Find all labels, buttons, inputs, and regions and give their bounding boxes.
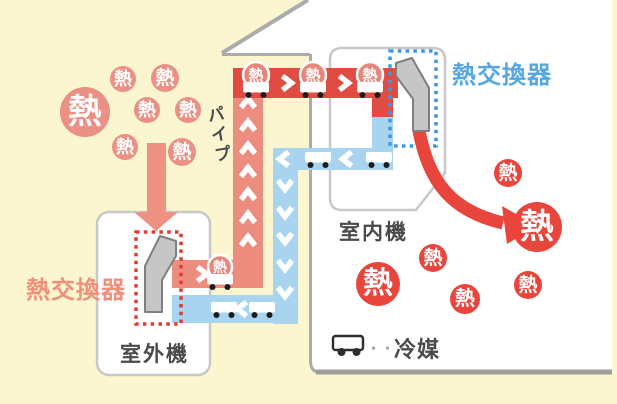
heat-circle: 熱 <box>112 134 138 160</box>
legend-dots: ・・・ <box>367 341 410 356</box>
heat-intake-arrow <box>134 143 178 231</box>
heat-circle: 熱 <box>151 64 179 92</box>
refrigerant-truck-heat-icon: 熱 <box>355 60 385 98</box>
refrigerant-truck-legend-icon <box>331 334 365 356</box>
heat-circle: 熱 <box>494 159 522 187</box>
outdoor-exchanger-dotted-box <box>134 230 183 326</box>
refrigerant-truck-icon <box>211 302 237 318</box>
heat-circle: 熱 <box>168 138 196 166</box>
heat-circle: 熱 <box>60 87 110 137</box>
svg-text:熱: 熱 <box>213 259 227 275</box>
roof-line <box>220 0 310 55</box>
refrigerant-truck-heat-icon: 熱 <box>241 60 271 98</box>
indoor-heat-exchanger-icon <box>395 57 430 132</box>
heat-circle: 熱 <box>450 284 480 314</box>
heat-circle: 熱 <box>175 97 201 123</box>
refrigerant-label: 冷媒 <box>394 337 441 362</box>
outdoor-heat-exchanger-icon <box>144 235 177 313</box>
refrigerant-truck-heat-icon: 熱 <box>298 60 328 98</box>
outdoor-unit-label: 室外機 <box>120 343 189 366</box>
heat-circle: 熱 <box>514 271 542 299</box>
svg-text:熱: 熱 <box>362 66 377 84</box>
svg-text:熱: 熱 <box>305 66 320 84</box>
outdoor-heat-exchanger-label: 熱交換器 <box>26 277 126 304</box>
refrigerant-truck-icon <box>366 152 392 168</box>
refrigerant-trucks: 熱熱熱熱 <box>206 60 392 318</box>
svg-text:熱: 熱 <box>248 66 263 84</box>
indoor-unit-label: 室内機 <box>339 221 408 244</box>
indoor-heat-exchanger-label: 熱交換器 <box>452 62 552 89</box>
heat-circle: 熱 <box>110 66 136 92</box>
heat-circle: 熱 <box>356 262 400 306</box>
refrigerant-truck-icon <box>249 302 275 318</box>
floor-shadow <box>316 369 612 375</box>
refrigerant-truck-icon <box>305 152 331 168</box>
indoor-exchanger-dotted-box <box>388 49 438 148</box>
heat-circle: 熱 <box>134 97 160 123</box>
refrigerant-truck-heat-icon: 熱 <box>206 253 234 290</box>
heat-circle: 熱 <box>419 244 447 272</box>
heat-circle: 熱 <box>512 202 562 252</box>
